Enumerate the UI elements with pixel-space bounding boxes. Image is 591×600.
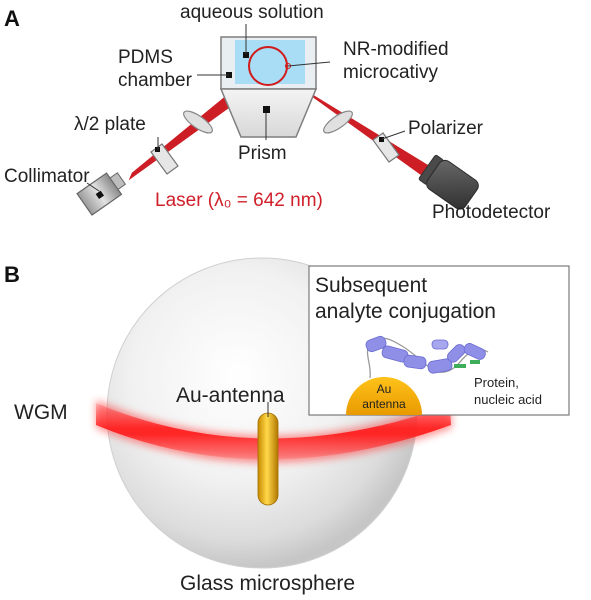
label-pdms-line1: PDMS: [118, 47, 173, 68]
label-prism: Prism: [238, 143, 287, 164]
wgm-band: [96, 400, 452, 463]
label-photodetector: Photodetector: [432, 202, 551, 223]
label-nr-line2: microcativy: [343, 62, 439, 83]
label-glass-microsphere: Glass microsphere: [180, 572, 355, 595]
inset-molecule-line1: Protein,: [474, 375, 519, 390]
lens-right: [323, 110, 353, 134]
inset-analyte-conjugation: Subsequent analyte conjugation Au antenn…: [308, 265, 570, 416]
label-pdms-line2: chamber: [118, 70, 193, 91]
label-laser: Laser (λ₀ = 642 nm): [155, 190, 323, 211]
microcavity: [248, 46, 288, 86]
inset-antenna-line2: antenna: [362, 397, 406, 411]
label-au-antenna: Au-antenna: [176, 384, 285, 407]
panel-a-letter: A: [4, 6, 20, 31]
label-aqueous-solution: aqueous solution: [180, 2, 324, 23]
label-polarizer: Polarizer: [408, 118, 484, 139]
panel-b-letter: B: [4, 262, 20, 287]
label-nr-line1: NR-modified: [343, 39, 449, 60]
au-antenna-rod: [257, 412, 279, 506]
polarizer: [372, 132, 400, 163]
protein-structure-icon: [365, 335, 489, 379]
lens-left: [183, 110, 213, 134]
inset-antenna-line1: Au: [377, 382, 392, 396]
inset-au-antenna-dome: [346, 377, 422, 415]
inset-molecule-line2: nucleic acid: [474, 392, 542, 407]
label-collimator: Collimator: [4, 166, 90, 187]
label-half-wave-plate: λ/2 plate: [74, 114, 146, 135]
collimator: [76, 172, 127, 216]
inset-title-line2: analyte conjugation: [315, 300, 496, 323]
photodetector: [418, 154, 479, 210]
label-wgm: WGM: [14, 401, 68, 424]
inset-title-line1: Subsequent: [315, 274, 427, 297]
leader-lines-a: [86, 24, 406, 192]
